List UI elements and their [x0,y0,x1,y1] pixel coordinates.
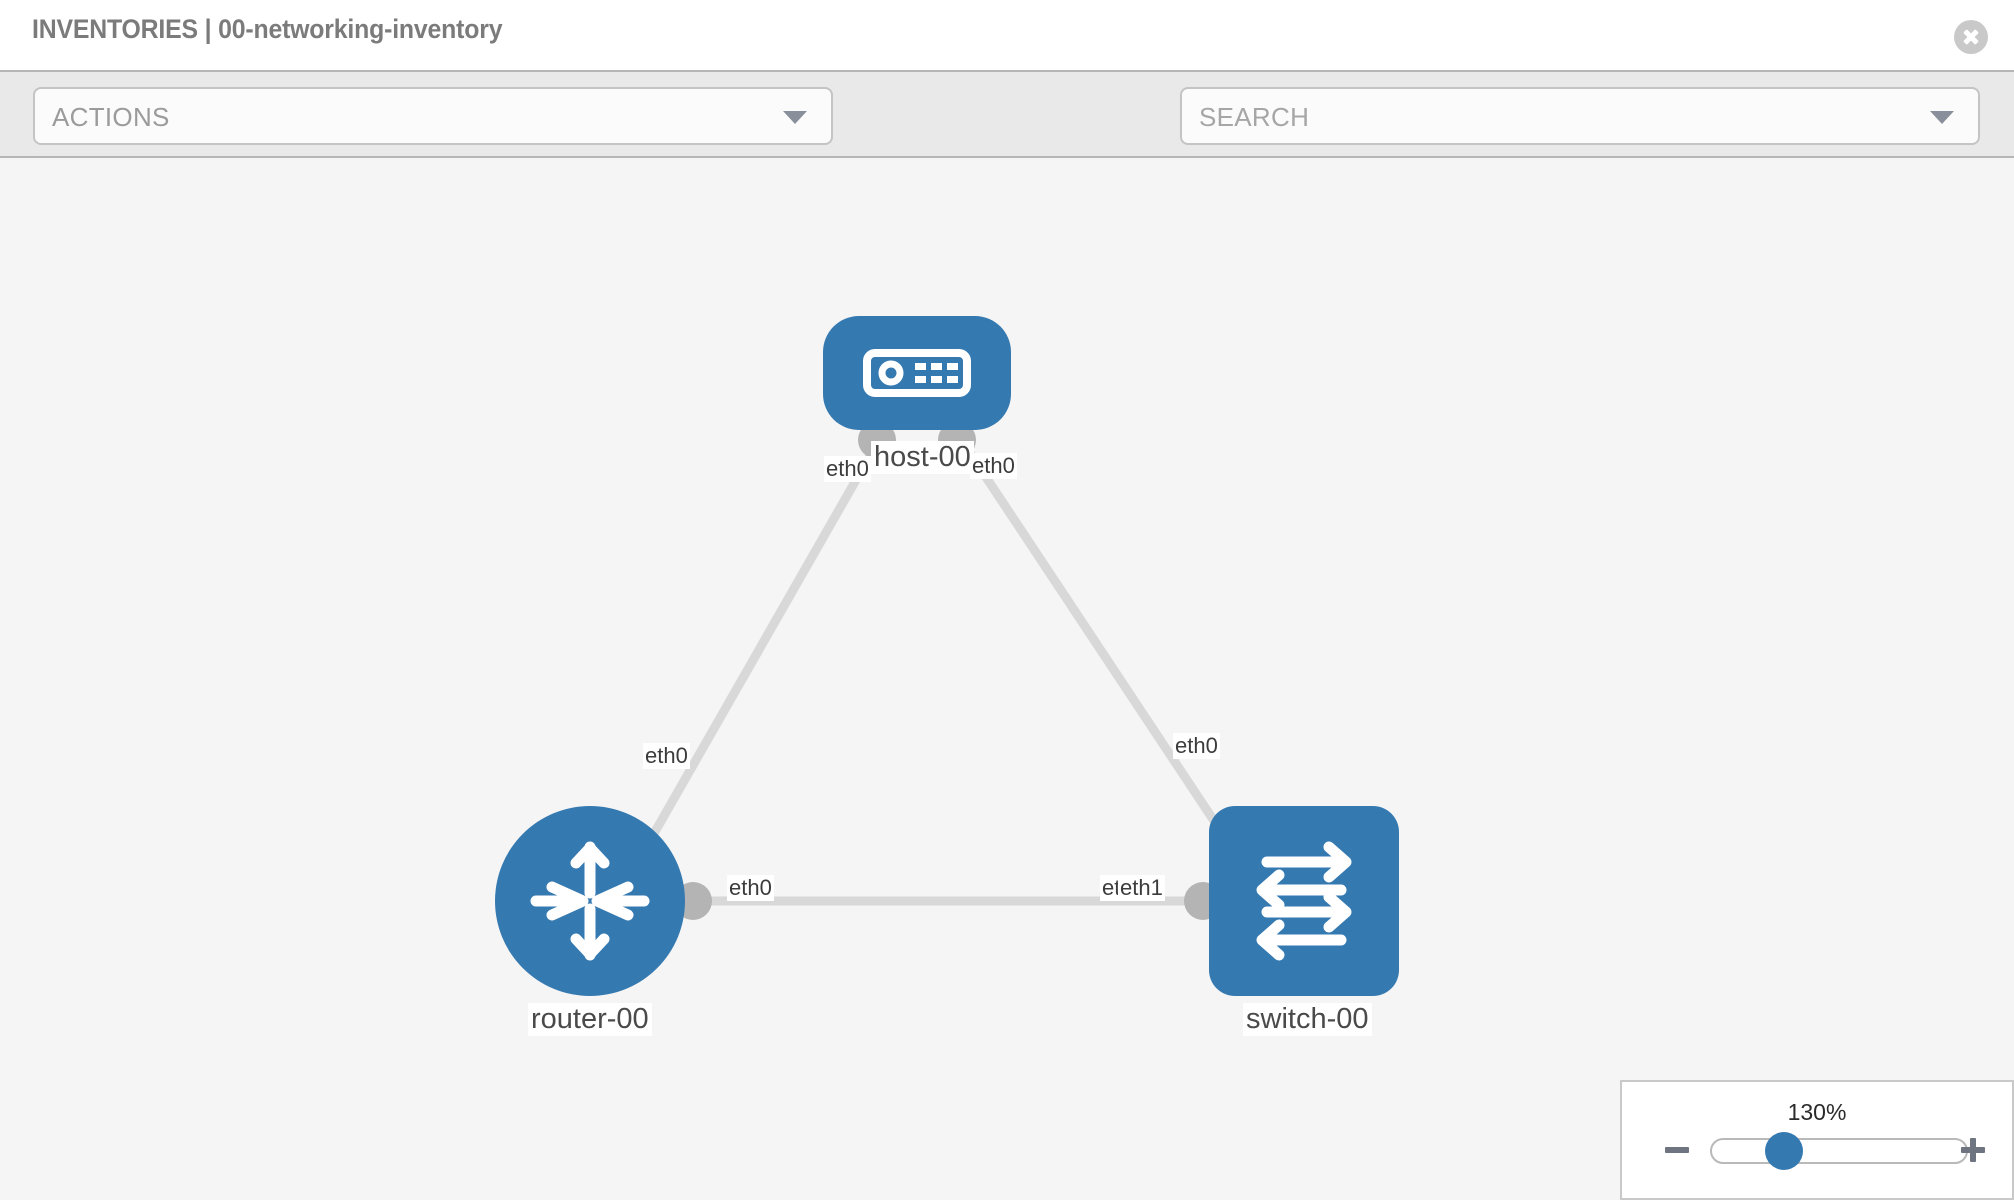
page-header: INVENTORIES | 00-networking-inventory [0,0,2014,70]
zoom-slider-thumb[interactable] [1765,1132,1803,1170]
topology-canvas[interactable]: host-00 router-00 switch-00 eth0 eth0 et… [0,158,2014,1200]
zoom-slider-track[interactable] [1710,1138,1968,1164]
edge-label-switch-up-iface: eth0 [1173,733,1220,760]
chevron-down-icon [783,111,807,124]
toolbar: ACTIONS SEARCH [0,70,2014,199]
chevron-down-icon[interactable] [1930,111,1954,124]
edge-label-router-side-iface: eth0 [727,875,774,902]
switch-icon [1256,841,1352,961]
search-placeholder: SEARCH [1199,102,1310,132]
node-label-router-00: router-00 [528,1003,652,1037]
node-label-switch-00: switch-00 [1243,1003,1372,1037]
topology-node-switch-00[interactable] [1209,806,1399,996]
topology-node-host-00[interactable] [823,316,1011,430]
node-label-host-00: host-00 [871,441,974,475]
actions-dropdown[interactable]: ACTIONS [33,87,833,145]
search-input[interactable]: SEARCH [1180,87,1980,145]
edge-host-switch [956,435,1236,851]
router-icon [530,841,650,961]
plus-icon[interactable] [1958,1135,1988,1165]
topology-graph [636,421,1259,920]
server-icon [863,349,971,397]
edge-label-host-right-iface: eth0 [970,453,1017,480]
zoom-level-value: 130% [1787,1099,1847,1125]
actions-dropdown-label: ACTIONS [52,102,170,132]
edge-label-router-up-iface: eth0 [643,743,690,770]
minus-icon[interactable] [1662,1135,1692,1165]
close-icon[interactable] [1954,20,1988,54]
topology-node-router-00[interactable] [495,806,685,996]
zoom-control-panel: 130% [1620,1080,2014,1200]
edge-host-router [636,435,884,861]
edge-label-host-left-iface: eth0 [824,456,871,483]
page-title: INVENTORIES | 00-networking-inventory [32,14,503,44]
edge-label-switch-side-iface: eth1 [1118,875,1165,902]
